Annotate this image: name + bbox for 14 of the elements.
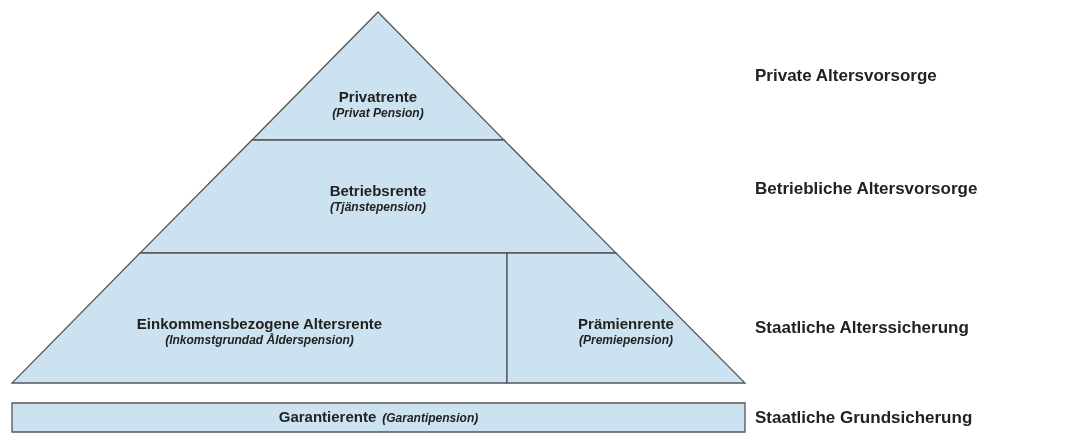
section-subtitle: (Garantipension) bbox=[382, 411, 479, 425]
level-label: Staatliche Alterssicherung bbox=[755, 318, 969, 338]
section-subtitle: (Tjänstepension) bbox=[330, 200, 426, 214]
section-title: Betriebsrente bbox=[329, 182, 427, 199]
section-subtitle: (Privat Pension) bbox=[332, 106, 424, 120]
level-label: Staatliche Grundsicherung bbox=[755, 408, 973, 428]
section-title: Einkommensbezogene Altersrente bbox=[136, 315, 383, 332]
section-title: Privatrente bbox=[338, 88, 418, 105]
section-subtitle: (Premiepension) bbox=[579, 333, 673, 347]
section-title: Prämienrente bbox=[578, 315, 674, 332]
level-label: Betriebliche Altersvorsorge bbox=[755, 179, 978, 199]
section-title: Garantierente bbox=[278, 408, 377, 425]
section-subtitle: (Inkomstgrundad Ålderspension) bbox=[165, 333, 354, 347]
level-label: Private Altersvorsorge bbox=[755, 66, 937, 86]
